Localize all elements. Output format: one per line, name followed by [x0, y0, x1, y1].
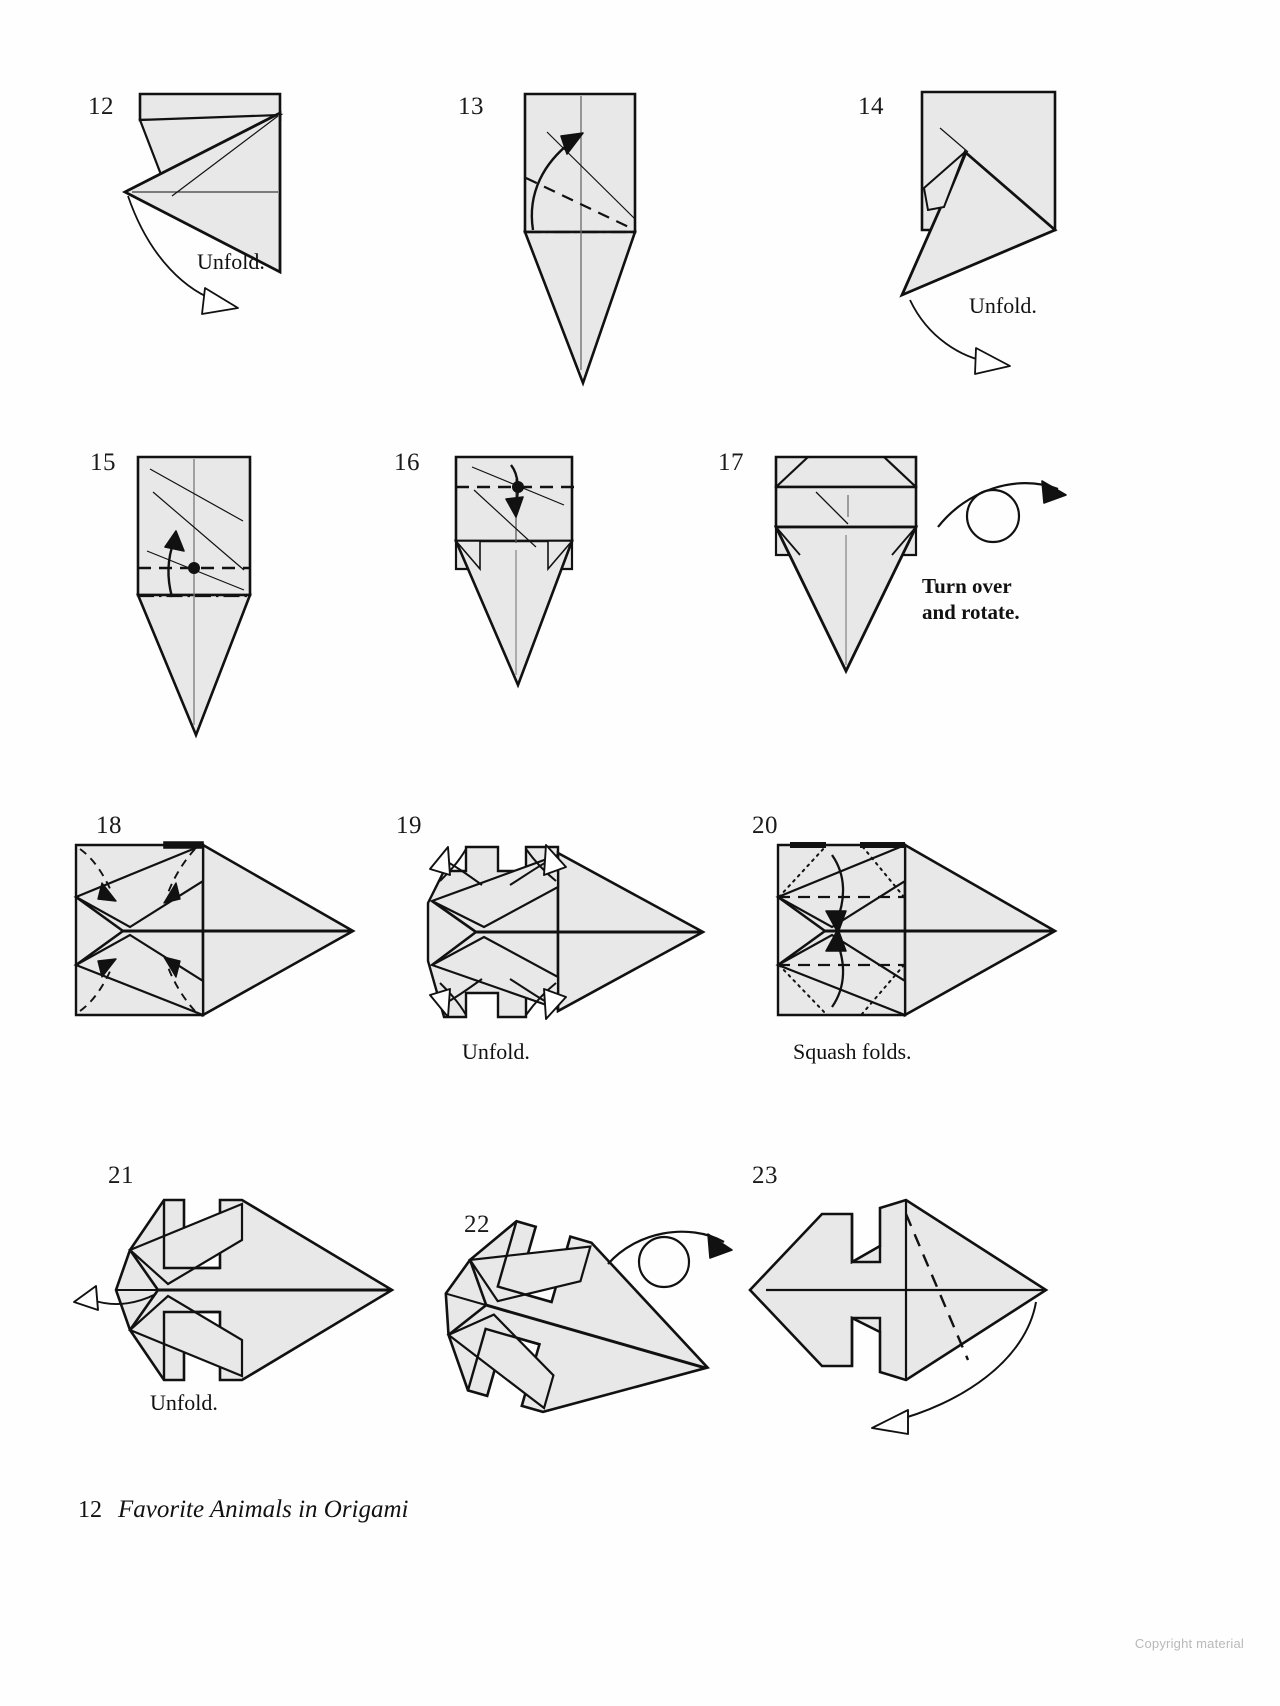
- figure-step-14: [880, 80, 1110, 375]
- step-number-16: 16: [394, 449, 420, 476]
- figure-step-17: [760, 435, 940, 685]
- caption-step-17: Turn over and rotate.: [922, 574, 1020, 624]
- figure-step-13: [505, 80, 685, 390]
- figure-step-19: [418, 835, 718, 1045]
- footer-book-title: Favorite Animals in Origami: [118, 1496, 409, 1523]
- footer-page-number: 12: [78, 1497, 102, 1523]
- caption-step-20: Squash folds.: [793, 1039, 912, 1064]
- figure-step-12: [110, 80, 320, 320]
- step-number-22: 22: [464, 1211, 490, 1238]
- step-number-12: 12: [88, 93, 114, 120]
- turn-over-symbol: [592, 1216, 742, 1296]
- figure-step-20: [770, 835, 1070, 1030]
- figure-step-23: [730, 1190, 1070, 1450]
- figure-step-15: [110, 435, 310, 765]
- step-number-20: 20: [752, 812, 778, 839]
- page-footer: 12 Favorite Animals in Origami: [78, 1496, 409, 1524]
- caption-step-14: Unfold.: [969, 293, 1037, 318]
- step-number-23: 23: [752, 1162, 778, 1189]
- figure-step-21: [72, 1190, 412, 1400]
- figure-step-16: [430, 435, 620, 705]
- caption-step-12: Unfold.: [197, 249, 265, 274]
- copyright-watermark: Copyright material: [1134, 1636, 1244, 1651]
- figure-step-22: [395, 1219, 735, 1445]
- step-number-21: 21: [108, 1162, 134, 1189]
- figure-step-18: [68, 835, 368, 1030]
- turn-over-rotate-symbol: [930, 465, 1080, 545]
- step-number-18: 18: [96, 812, 122, 839]
- step-number-19: 19: [396, 812, 422, 839]
- step-number-17: 17: [718, 449, 744, 476]
- step-number-13: 13: [458, 93, 484, 120]
- step-number-15: 15: [90, 449, 116, 476]
- caption-step-21: Unfold.: [150, 1390, 218, 1415]
- step-number-14: 14: [858, 93, 884, 120]
- caption-step-19: Unfold.: [462, 1039, 530, 1064]
